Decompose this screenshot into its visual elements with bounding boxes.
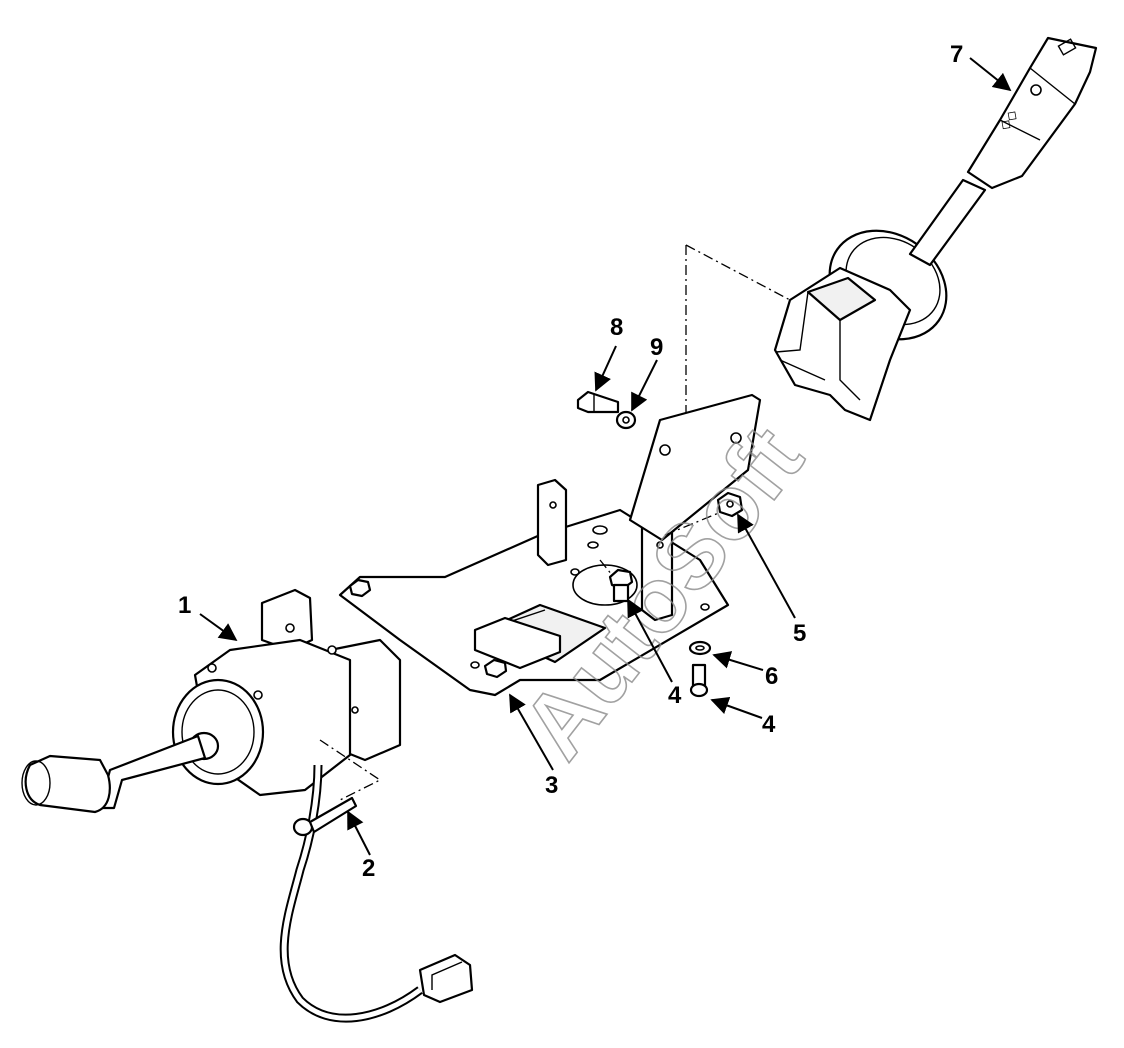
- callout-leaders: [199, 57, 1012, 856]
- part-4-bolt-upper: [608, 568, 634, 603]
- callout-1: 1: [178, 592, 191, 619]
- part-1-rotary-switch: [21, 588, 474, 1023]
- alignment-line-diagonal: [685, 244, 791, 301]
- part-2-screw: [292, 796, 358, 837]
- part-4-bolt-lower: [689, 663, 709, 698]
- callout-4-lower: 4: [762, 711, 776, 738]
- callout-5: 5: [793, 620, 806, 647]
- part-6-washer: [688, 640, 712, 656]
- part-9-washer: [615, 410, 637, 430]
- part-3-mounting-bracket: [338, 393, 762, 697]
- callout-2: 2: [362, 855, 375, 882]
- part-7-stalk-switch: ◇◇: [773, 36, 1098, 422]
- callout-labels: 1 2 3 4 4 5 6 7 8 9: [178, 41, 963, 882]
- alignment-line-screw: [319, 739, 382, 801]
- callout-8: 8: [610, 314, 623, 341]
- callout-3: 3: [545, 772, 558, 799]
- alignment-line-nut: [664, 509, 727, 536]
- callout-6: 6: [765, 663, 778, 690]
- part-5-nut: [716, 491, 744, 518]
- callout-7: 7: [950, 41, 963, 68]
- callout-4-upper: 4: [668, 682, 682, 709]
- callout-9: 9: [650, 334, 663, 361]
- part-8-bolt: [576, 390, 620, 414]
